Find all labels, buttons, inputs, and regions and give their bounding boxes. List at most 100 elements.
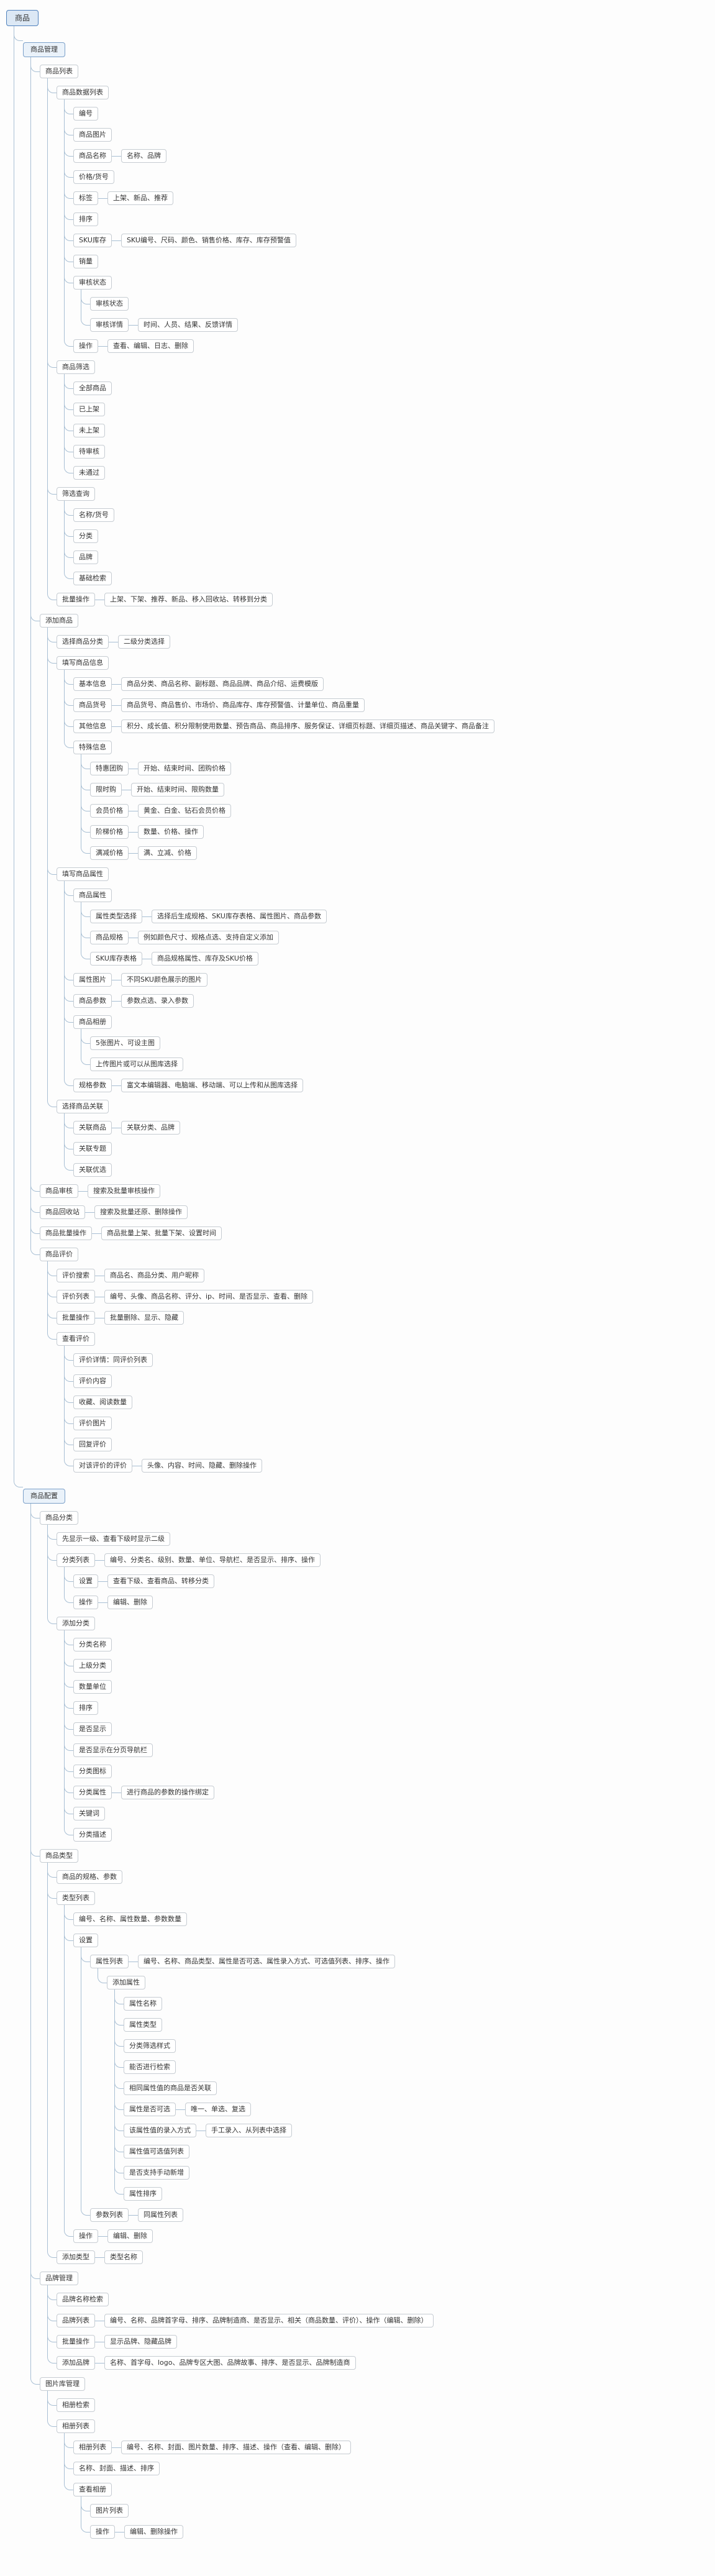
topic-node[interactable]: 收藏、阅读数量 <box>73 1395 132 1409</box>
detail-node[interactable]: 编辑、删除 <box>107 2229 153 2243</box>
topic-node[interactable]: 批量操作 <box>57 593 95 606</box>
topic-node[interactable]: 审核状态 <box>73 276 112 290</box>
topic-node[interactable]: 商品名称 <box>73 149 112 163</box>
detail-node[interactable]: 编号、头像、商品名称、评分、ip、时间、是否显示、查看、删除 <box>104 1290 314 1304</box>
topic-node[interactable]: 相同属性值的商品是否关联 <box>124 2081 217 2095</box>
detail-node[interactable]: 搜索及批量还原、删除操作 <box>94 1205 188 1219</box>
topic-node[interactable]: 未通过 <box>73 466 105 480</box>
topic-node[interactable]: 是否显示 <box>73 1722 112 1736</box>
topic-node[interactable]: 商品相册 <box>73 1015 112 1029</box>
topic-node[interactable]: 全部商品 <box>73 381 112 395</box>
topic-node[interactable]: 商品分类 <box>40 1511 78 1525</box>
topic-node[interactable]: 属性名称 <box>124 1997 162 2011</box>
topic-node[interactable]: 能否进行检索 <box>124 2060 176 2074</box>
detail-node[interactable]: 编号、分类名、级别、数量、单位、导航栏、是否显示、排序、操作 <box>104 1553 321 1567</box>
topic-node[interactable]: 相册检索 <box>57 2398 95 2412</box>
topic-node[interactable]: 操作 <box>73 2229 98 2243</box>
topic-node[interactable]: 属性类型 <box>124 2018 162 2032</box>
topic-node[interactable]: 分类 <box>73 529 98 543</box>
topic-node[interactable]: 特惠团购 <box>90 762 129 775</box>
detail-node[interactable]: 商品规格属性、库存及SKU价格 <box>151 952 258 966</box>
topic-node[interactable]: 5张图片、可设主图 <box>90 1036 160 1050</box>
topic-node[interactable]: 评价内容 <box>73 1374 112 1388</box>
topic-node[interactable]: 设置 <box>73 1934 98 1947</box>
topic-node[interactable]: 查看相册 <box>73 2483 112 2496</box>
topic-node[interactable]: 分类描述 <box>73 1828 112 1842</box>
topic-node[interactable]: 添加类型 <box>57 2250 95 2264</box>
topic-node[interactable]: 分类属性 <box>73 1786 112 1799</box>
topic-node[interactable]: 查看评价 <box>57 1332 95 1346</box>
topic-node[interactable]: 填写商品属性 <box>57 867 109 881</box>
topic-node[interactable]: 选择商品关联 <box>57 1100 109 1113</box>
topic-node[interactable]: 操作 <box>73 339 98 353</box>
topic-node[interactable]: 商品列表 <box>40 65 78 78</box>
topic-node[interactable]: 添加属性 <box>107 1976 145 1989</box>
topic-node[interactable]: SKU库存表格 <box>90 952 142 966</box>
topic-node[interactable]: 审核详情 <box>90 318 129 332</box>
topic-node[interactable]: 商品管理 <box>23 42 65 57</box>
detail-node[interactable]: 商品名、商品分类、用户昵称 <box>104 1269 204 1282</box>
topic-node[interactable]: 是否显示在分页导航栏 <box>73 1743 153 1757</box>
topic-node[interactable]: 批量操作 <box>57 1311 95 1325</box>
topic-node[interactable]: 分类筛选样式 <box>124 2039 176 2053</box>
detail-node[interactable]: 名称、首字母、logo、品牌专区大图、品牌故事、排序、是否显示、品牌制造商 <box>104 2356 356 2370</box>
detail-node[interactable]: 显示品牌、隐藏品牌 <box>104 2335 177 2349</box>
detail-node[interactable]: 商品分类、商品名称、副标题、商品品牌、商品介绍、运费模版 <box>121 677 324 691</box>
detail-node[interactable]: 手工录入、从列表中选择 <box>206 2124 292 2137</box>
topic-node[interactable]: SKU库存 <box>73 234 112 247</box>
detail-node[interactable]: 商品货号、商品售价、市场价、商品库存、库存预警值、计量单位、商品重量 <box>121 698 365 712</box>
detail-node[interactable]: 类型名称 <box>104 2250 143 2264</box>
detail-node[interactable]: 关联分类、品牌 <box>121 1121 180 1135</box>
topic-node[interactable]: 品牌列表 <box>57 2314 95 2327</box>
detail-node[interactable]: 进行商品的参数的操作绑定 <box>121 1786 214 1799</box>
topic-node[interactable]: 品牌管理 <box>40 2272 78 2285</box>
topic-node[interactable]: 商品类型 <box>40 1849 78 1863</box>
topic-node[interactable]: 评价详情：同评价列表 <box>73 1353 153 1367</box>
topic-node[interactable]: 商品规格 <box>90 931 129 944</box>
detail-node[interactable]: 选择后生成规格、SKU库存表格、属性图片、商品参数 <box>152 910 327 923</box>
topic-node[interactable]: 该属性值的录入方式 <box>124 2124 196 2137</box>
topic-node[interactable]: 筛选查询 <box>57 487 95 501</box>
topic-node[interactable]: 品牌 <box>73 550 98 564</box>
topic-node[interactable]: 评价图片 <box>73 1417 112 1430</box>
topic-node[interactable]: 属性是否可选 <box>124 2103 176 2116</box>
topic-node[interactable]: 商品回收站 <box>40 1205 85 1219</box>
detail-node[interactable]: 商品批量上架、批量下架、设置时间 <box>101 1226 222 1240</box>
topic-node[interactable]: 评价列表 <box>57 1290 95 1304</box>
topic-node[interactable]: 商品参数 <box>73 994 112 1008</box>
detail-node[interactable]: 参数点选、录入参数 <box>121 994 194 1008</box>
topic-node[interactable]: 标签 <box>73 191 98 205</box>
detail-node[interactable]: 二级分类选择 <box>118 635 170 649</box>
topic-node[interactable]: 参数列表 <box>90 2208 129 2222</box>
topic-node[interactable]: 属性图片 <box>73 973 112 987</box>
detail-node[interactable]: 编辑、删除 <box>107 1596 153 1609</box>
detail-node[interactable]: 开始、结束时间、限购数量 <box>131 783 224 797</box>
topic-node[interactable]: 对该评价的评价 <box>73 1459 132 1473</box>
topic-node[interactable]: 品牌名称检索 <box>57 2293 109 2306</box>
detail-node[interactable]: 编号、名称、品牌首字母、排序、品牌制造商、是否显示、相关（商品数量、评价）、操作… <box>104 2314 434 2327</box>
topic-node[interactable]: 商品图片 <box>73 128 112 142</box>
topic-node[interactable]: 关联专题 <box>73 1142 112 1156</box>
topic-node[interactable]: 选择商品分类 <box>57 635 109 649</box>
detail-node[interactable]: 例如颜色尺寸、规格点选、支持自定义添加 <box>138 931 279 944</box>
topic-node[interactable]: 名称/货号 <box>73 508 114 522</box>
topic-node[interactable]: 是否支持手动新增 <box>124 2166 189 2180</box>
topic-node[interactable]: 操作 <box>90 2525 115 2539</box>
topic-node[interactable]: 分类名称 <box>73 1638 112 1651</box>
topic-node[interactable]: 类型列表 <box>57 1891 95 1905</box>
topic-node[interactable]: 编号 <box>73 107 98 121</box>
detail-node[interactable]: 数量、价格、操作 <box>138 825 204 839</box>
topic-node[interactable]: 未上架 <box>73 424 105 437</box>
topic-node[interactable]: 已上架 <box>73 403 105 416</box>
topic-node[interactable]: 相册列表 <box>73 2441 112 2454</box>
detail-node[interactable]: 同属性列表 <box>138 2208 183 2222</box>
detail-node[interactable]: 头像、内容、时间、隐藏、删除操作 <box>142 1459 262 1473</box>
detail-node[interactable]: 上架、新品、推荐 <box>107 191 173 205</box>
topic-node[interactable]: 商品评价 <box>40 1248 78 1261</box>
root-topic-node[interactable]: 商品 <box>6 10 39 26</box>
topic-node[interactable]: 特殊信息 <box>73 741 112 754</box>
detail-node[interactable]: 编号、名称、封面、图片数量、排序、描述、操作（查看、编辑、删除） <box>121 2441 351 2454</box>
topic-node[interactable]: 关联商品 <box>73 1121 112 1135</box>
detail-node[interactable]: 上架、下架、推荐、新品、移入回收站、转移到分类 <box>104 593 273 606</box>
topic-node[interactable]: 待审核 <box>73 445 105 459</box>
